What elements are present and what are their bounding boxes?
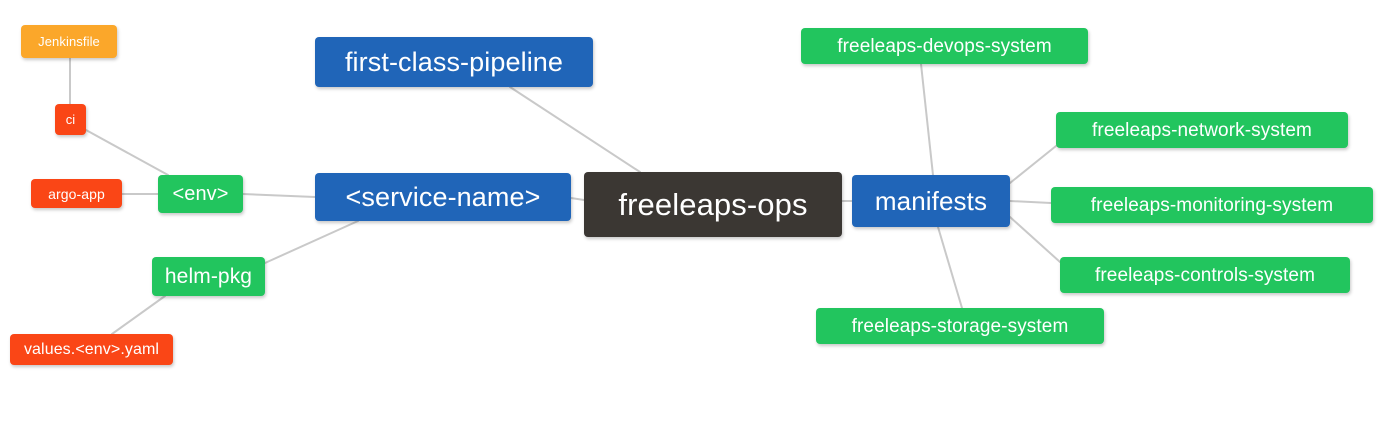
edge-manifests-to-monitoring [1009, 200, 1052, 204]
node-service-name[interactable]: <service-name> [315, 173, 571, 221]
edge-manifests-to-controls [1009, 216, 1061, 263]
node-monitoring[interactable]: freeleaps-monitoring-system [1051, 187, 1373, 223]
node-ci[interactable]: ci [55, 104, 86, 135]
edge-manifests-to-network [1009, 145, 1057, 184]
edge-pipeline-to-freeleaps-ops [509, 86, 641, 173]
node-helm-pkg[interactable]: helm-pkg [152, 257, 265, 296]
edge-ci-to-env [85, 129, 169, 176]
node-freeleaps-ops[interactable]: freeleaps-ops [584, 172, 842, 237]
edge-service-name-to-helm-pkg [264, 220, 359, 264]
node-env[interactable]: <env> [158, 175, 243, 213]
node-storage[interactable]: freeleaps-storage-system [816, 308, 1104, 344]
node-network[interactable]: freeleaps-network-system [1056, 112, 1348, 148]
node-pipeline[interactable]: first-class-pipeline [315, 37, 593, 87]
node-argo-app[interactable]: argo-app [31, 179, 122, 208]
edge-service-name-to-freeleaps-ops [570, 197, 585, 201]
edge-helm-pkg-to-values-yaml [111, 295, 166, 335]
edge-env-to-service-name [242, 193, 316, 198]
edge-manifests-to-storage [937, 226, 963, 309]
edge-manifests-to-devops [920, 63, 934, 176]
node-values-yaml[interactable]: values.<env>.yaml [10, 334, 173, 365]
node-jenkinsfile[interactable]: Jenkinsfile [21, 25, 117, 58]
node-manifests[interactable]: manifests [852, 175, 1010, 227]
node-controls[interactable]: freeleaps-controls-system [1060, 257, 1350, 293]
node-devops[interactable]: freeleaps-devops-system [801, 28, 1088, 64]
